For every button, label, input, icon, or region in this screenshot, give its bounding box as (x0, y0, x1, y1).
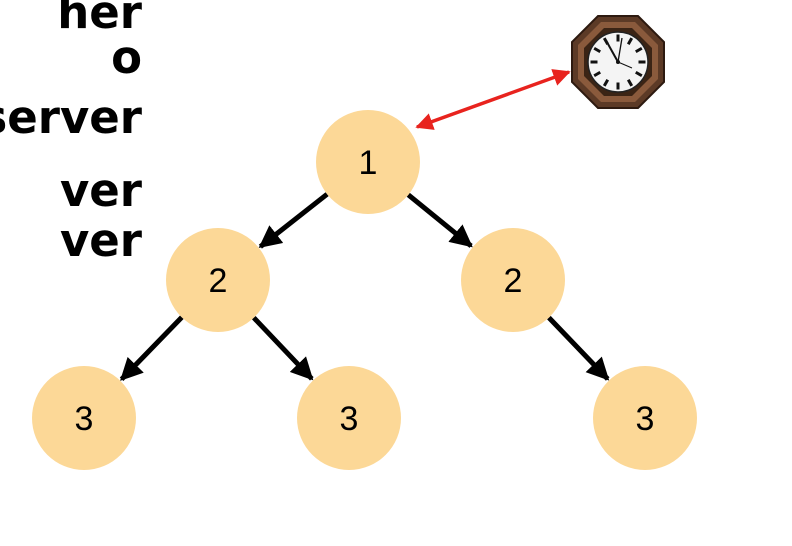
clock-hour-mark (602, 37, 610, 45)
tree-node-level3-a: 3 (32, 366, 136, 470)
clock-hour-mark (616, 34, 620, 42)
tree-node-level2-left: 2 (166, 228, 270, 332)
clock-hour-mark (593, 70, 601, 78)
tree-edge-arrow-level2-left-to-level3-a (119, 315, 184, 382)
tree-node-level2-right: 2 (461, 228, 565, 332)
side-text-line-5: ver (59, 214, 142, 267)
tree-node-label: 2 (504, 262, 523, 300)
clock-hour-mark (593, 46, 601, 54)
tree-edge-arrow-root-to-level2-left (258, 192, 329, 249)
tree-node-root: 1 (316, 110, 420, 214)
clock-hour-mark (626, 37, 634, 45)
tree-edges (119, 192, 610, 382)
clock-hour-mark (635, 70, 643, 78)
wall-clock-icon (571, 15, 665, 109)
tree-nodes: 1 2 2 3 3 3 (32, 110, 697, 470)
side-text-line-2: o (111, 31, 142, 84)
tree-node-circle (297, 366, 401, 470)
tree-node-label: 3 (636, 400, 655, 438)
clock-hour-mark (602, 79, 610, 87)
clock-sync-arrow (415, 69, 571, 130)
tree-node-circle (461, 228, 565, 332)
clock-hour-mark (638, 60, 646, 64)
tree-node-label: 3 (75, 400, 94, 438)
side-text-line-4: ver (59, 164, 142, 217)
side-text-line-1: her (57, 0, 142, 39)
tree-node-circle (32, 366, 136, 470)
clock-hour-mark (635, 46, 643, 54)
clock-hour-mark (616, 82, 620, 90)
side-text-line-3: server (0, 91, 142, 144)
tree-node-label: 2 (209, 262, 228, 300)
tree-node-level3-c: 3 (593, 366, 697, 470)
tree-node-label: 1 (359, 144, 378, 182)
tree-node-level3-b: 3 (297, 366, 401, 470)
clock-hour-mark (626, 79, 634, 87)
tree-edge-arrow-level2-left-to-level3-b (251, 315, 314, 381)
tree-node-circle (593, 366, 697, 470)
tree-node-circle (316, 110, 420, 214)
truncated-side-text: her o server ver ver (0, 0, 160, 300)
tree-node-label: 3 (340, 400, 359, 438)
tree-node-circle (166, 228, 270, 332)
tree-edge-arrow-level2-right-to-level3-c (547, 315, 610, 381)
tree-edge-arrow-root-to-level2-right (406, 192, 473, 248)
clock-hour-mark (590, 60, 598, 64)
